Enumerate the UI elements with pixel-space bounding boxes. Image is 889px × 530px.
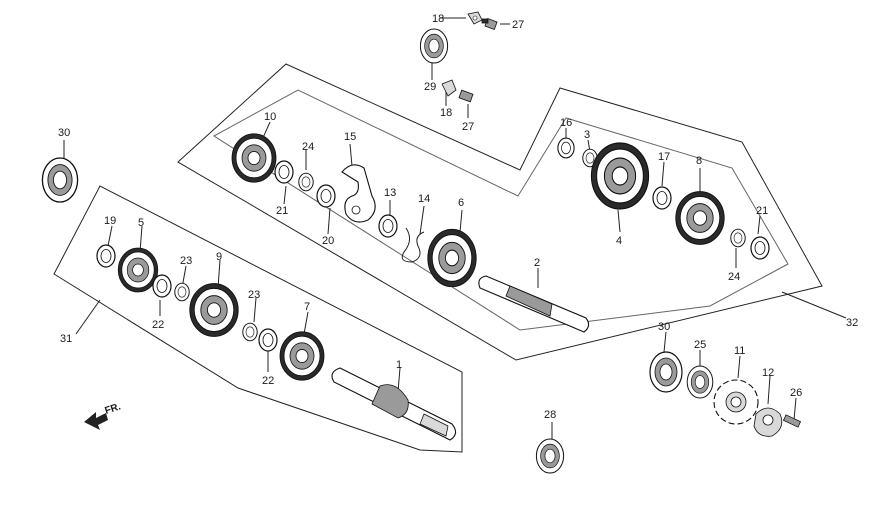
mainshaft-1: [331, 367, 457, 441]
leader-lines: [63, 17, 847, 440]
callout-30-left: 30: [58, 127, 70, 139]
callout-12: 12: [762, 367, 774, 379]
circlip-24-b: [730, 228, 746, 248]
callout-17: 17: [658, 151, 670, 163]
mainshaft-group-outline: [53, 185, 463, 453]
collar-23-a: [174, 282, 190, 302]
callout-22-a: 22: [152, 319, 164, 331]
oil-seal-25: [686, 365, 714, 399]
callout-26: 26: [790, 387, 802, 399]
callout-25: 25: [694, 339, 706, 351]
callout-11: 11: [734, 345, 745, 357]
callout-24-b: 24: [728, 271, 740, 283]
sprocket-11: [713, 379, 759, 425]
countershaft-group-outline: [177, 63, 823, 361]
gear-4: [590, 142, 650, 210]
front-direction-arrow: FR.: [84, 401, 122, 430]
gear-5: [117, 247, 159, 293]
callout-27-top: 27: [512, 19, 524, 31]
bearing-30-left: [41, 157, 79, 203]
callout-labels: 30 18 27 29 18 27 10 24 15 13 14 6 2 21 …: [58, 13, 858, 421]
callout-32: 32: [846, 317, 858, 329]
gear-6: [427, 228, 477, 288]
callout-21-b: 21: [756, 205, 768, 217]
callout-18-top: 18: [432, 13, 444, 25]
callout-31: 31: [60, 333, 72, 345]
washer-17: [652, 186, 672, 210]
bolt-27-top: [481, 18, 498, 30]
callout-18-mid: 18: [440, 107, 452, 119]
callout-3: 3: [584, 129, 590, 141]
callout-27-mid: 27: [462, 121, 474, 133]
washer-13: [378, 214, 398, 238]
callout-13: 13: [384, 187, 396, 199]
callout-10: 10: [264, 111, 276, 123]
callout-23-b: 23: [248, 289, 260, 301]
washer-22-b: [258, 328, 278, 352]
spring-14: [401, 227, 425, 263]
callout-5: 5: [138, 217, 144, 229]
callout-30-right: 30: [658, 321, 670, 333]
callout-23-a: 23: [180, 255, 192, 267]
gear-10: [231, 133, 277, 183]
callout-16: 16: [560, 117, 572, 129]
callout-6: 6: [458, 197, 464, 209]
callout-15: 15: [344, 131, 356, 143]
collar-23-b: [242, 322, 258, 342]
callout-9: 9: [216, 251, 222, 263]
plate-18-mid: [441, 79, 457, 97]
callout-29: 29: [424, 81, 436, 93]
callout-4: 4: [616, 235, 622, 247]
bearing-29: [419, 28, 449, 64]
shift-fork-15: [341, 164, 376, 223]
fixing-plate-12: [753, 407, 783, 437]
gear-7: [279, 331, 325, 381]
callout-22-b: 22: [262, 375, 274, 387]
washer-19: [96, 244, 116, 268]
callout-1: 1: [396, 359, 402, 371]
bolt-26: [782, 414, 802, 428]
callout-19: 19: [104, 215, 116, 227]
gear-9: [189, 283, 239, 337]
washer-16: [557, 137, 575, 159]
washer-20: [316, 184, 336, 208]
bolt-27-mid: [458, 89, 474, 103]
callout-14: 14: [418, 193, 430, 205]
washer-21-a: [274, 160, 294, 184]
gear-8: [675, 191, 725, 245]
callout-24-a: 24: [302, 141, 314, 153]
callout-28: 28: [544, 409, 556, 421]
fr-label: FR.: [104, 401, 123, 417]
callout-8: 8: [696, 155, 702, 167]
callout-21-a: 21: [276, 205, 288, 217]
circlip-24-a: [298, 172, 314, 192]
bearing-28: [535, 438, 565, 474]
callout-7: 7: [304, 301, 310, 313]
callout-20: 20: [322, 235, 334, 247]
countershaft-2: [478, 275, 590, 333]
bearing-30-right: [649, 351, 683, 393]
plate-18-top: [467, 11, 483, 25]
washer-22-a: [152, 274, 172, 298]
washer-21-b: [750, 236, 770, 260]
callout-2: 2: [534, 257, 540, 269]
